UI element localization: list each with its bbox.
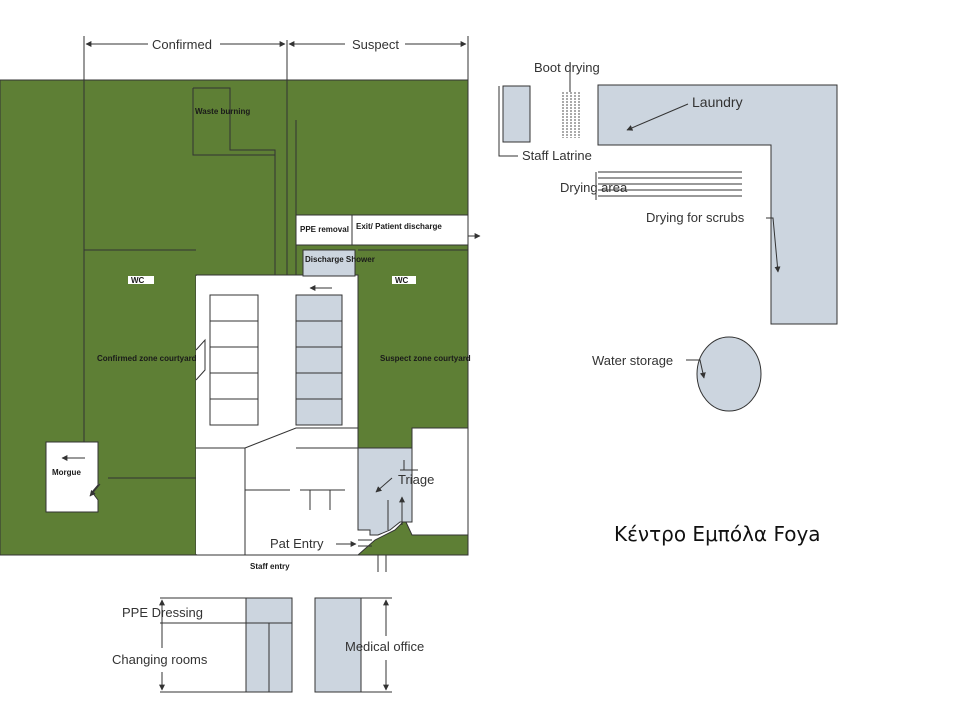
drying-area-label: Drying area: [560, 180, 628, 195]
medical-office-label: Medical office: [345, 639, 424, 654]
dimension-suspect: Suspect: [352, 37, 399, 52]
discharge-shower-label: Discharge Shower: [305, 255, 375, 264]
suspect-beds: [295, 294, 343, 426]
staff-latrine-leader: [498, 86, 518, 157]
wc-confirmed-box: [128, 276, 154, 284]
triage-area: [357, 447, 413, 536]
dimension-lines: [83, 36, 469, 255]
boot-drying-rack: [562, 92, 580, 138]
laundry-label: Laundry: [692, 94, 743, 110]
water-storage-label: Water storage: [592, 353, 673, 368]
laundry-arrow: [626, 103, 689, 131]
corridor-lines: [195, 338, 358, 555]
ppe-removal-label: PPE removal: [300, 225, 349, 234]
boot-drying-label: Boot drying: [534, 60, 600, 75]
ppe-removal-band: [295, 214, 469, 246]
waste-burning-outline-left: [192, 88, 275, 156]
confirmed-beds: [209, 294, 259, 426]
drying-scrubs-label: Drying for scrubs: [646, 210, 745, 225]
triage-label: Triage: [398, 472, 434, 487]
wc-suspect-box: [392, 276, 416, 284]
drying-scrubs-arrow: [766, 217, 781, 273]
confirmed-courtyard-outline: [83, 249, 196, 442]
diagram-title: Κέντρο Εμπόλα Foya: [614, 522, 821, 546]
morgue-room: [45, 441, 99, 513]
morgue-label: Morgue: [52, 468, 81, 477]
medical-office-room: [314, 597, 362, 693]
changing-rooms-label: Changing rooms: [112, 652, 208, 667]
staff-latrine-room: [502, 85, 531, 143]
staff-building: [245, 597, 293, 693]
laundry-building: [597, 84, 838, 325]
suspect-courtyard-label: Suspect zone courtyard: [380, 354, 471, 363]
water-storage-tank: [696, 336, 762, 412]
staff-entry-label: Staff entry: [250, 562, 290, 571]
triage-arrow-1: [375, 477, 393, 493]
drying-area-lines: [598, 171, 742, 197]
discharge-shower-room: [302, 249, 356, 277]
staff-latrine-label: Staff Latrine: [522, 148, 592, 163]
water-storage-arrow: [686, 359, 706, 379]
confirmed-courtyard-label: Confirmed zone courtyard: [97, 354, 197, 363]
waste-burning-outline: [193, 87, 276, 275]
wc-suspect-label: WC: [395, 276, 409, 285]
waste-burning-label: Waste burning: [195, 107, 250, 116]
exit-discharge-label: Exit/ Patient discharge: [356, 222, 442, 231]
morgue-arrow-2: [89, 483, 101, 497]
wc-confirmed-label: WC: [131, 276, 145, 285]
pat-entry-label: Pat Entry: [270, 536, 324, 551]
dimension-confirmed: Confirmed: [152, 37, 212, 52]
